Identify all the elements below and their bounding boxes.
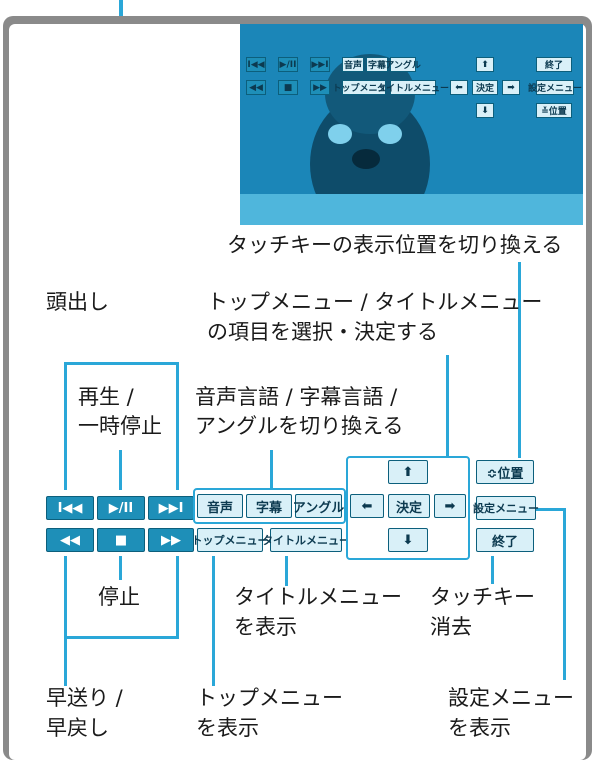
screen-preview: I◀◀ ▶/II ▶▶I ◀◀ ■ ▶▶ 音声 字幕 アングル トップメニュー … [240, 24, 583, 225]
top-connector-line [119, 0, 123, 18]
mini-enter-button: 決定 [472, 80, 498, 95]
enter-button[interactable]: 決定 [388, 494, 430, 518]
line-settings-v [563, 508, 566, 680]
mini-playpause-button: ▶/II [278, 57, 298, 72]
line-topmenu [212, 556, 215, 686]
line-ff-right [176, 556, 179, 638]
dog-photo [240, 24, 583, 225]
label-chapter: 頭出し [46, 290, 109, 314]
stop-button[interactable]: ■ [97, 528, 145, 552]
mini-audio-button: 音声 [342, 57, 364, 72]
line-select [446, 355, 449, 509]
label-top-menu2: を表示 [196, 716, 259, 740]
settings-menu-button[interactable]: 設定メニュー [473, 496, 539, 520]
label-play-pause2: 一時停止 [78, 414, 162, 438]
cursor-left-button[interactable]: ⬅ [350, 494, 384, 518]
fast-forward-button[interactable]: ▶▶ [148, 528, 194, 552]
mini-next-button: ▶▶I [310, 57, 330, 72]
cursor-down-button[interactable]: ⬇ [388, 528, 428, 552]
title-menu-button[interactable]: タイトルメニュー [262, 528, 350, 552]
label-title-menu2: を表示 [234, 615, 297, 639]
label-ff-rew2: 早戻し [46, 716, 109, 740]
subtitle-button[interactable]: 字幕 [246, 494, 292, 518]
line-chapter-h [64, 362, 179, 365]
mini-titlemenu-button: タイトルメニュー [377, 80, 449, 95]
angle-button[interactable]: アングル [293, 494, 344, 518]
label-ff-rew1: 早送り / [46, 686, 123, 710]
position-switch-button[interactable]: ≎位置 [476, 460, 534, 484]
line-position [518, 262, 521, 458]
mini-topmenu-button: トップメニュー [333, 80, 396, 95]
label-audio-sub1: 音声言語 / 字幕言語 / [195, 385, 398, 409]
top-menu-button[interactable]: トップメニュー [192, 528, 269, 552]
play-pause-button[interactable]: ▶/II [97, 496, 145, 520]
end-button[interactable]: 終了 [476, 528, 534, 552]
label-position-switch: タッチキーの表示位置を切り換える [227, 233, 563, 257]
label-touch-erase1: タッチキー [430, 585, 535, 609]
line-settings-h [536, 508, 566, 511]
mini-settings-button: 設定メニュー [528, 80, 582, 95]
mini-left-button: ⬅ [450, 80, 468, 95]
label-audio-sub2: アングルを切り換える [195, 414, 404, 438]
line-end [491, 556, 494, 584]
label-top-menu1: トップメニュー [196, 686, 343, 710]
mini-subtitle-button: 字幕 [366, 57, 388, 72]
line-stop [119, 556, 122, 580]
line-chapter-left [64, 362, 67, 490]
prev-chapter-button[interactable]: I◀◀ [46, 496, 94, 520]
label-settings-menu1: 設定メニュー [448, 686, 574, 710]
line-audio [270, 450, 273, 488]
mini-prev-button: I◀◀ [246, 57, 266, 72]
cursor-right-button[interactable]: ➡ [434, 494, 466, 518]
line-ff-left [64, 556, 67, 686]
line-playpause [119, 450, 122, 490]
mini-angle-button: アングル [385, 57, 421, 72]
line-titlemenu [285, 556, 288, 586]
label-touch-erase2: 消去 [430, 615, 472, 639]
line-ff-h [64, 636, 179, 639]
mini-stop-button: ■ [278, 80, 298, 95]
line-chapter-right [176, 362, 179, 490]
label-stop: 停止 [98, 585, 140, 609]
mini-up-button: ⬆ [476, 57, 494, 72]
next-chapter-button[interactable]: ▶▶I [148, 496, 194, 520]
mini-position-down-button: ≚位置 [536, 103, 572, 118]
label-title-menu1: タイトルメニュー [234, 585, 402, 609]
mini-right-button: ➡ [502, 80, 520, 95]
label-topmenu-select: トップメニュー / タイトルメニュー [207, 290, 543, 314]
label-play-pause1: 再生 / [78, 385, 134, 409]
mini-down-button: ⬇ [476, 103, 494, 118]
label-topmenu-select2: の項目を選択・決定する [207, 320, 438, 344]
mini-end-button: 終了 [536, 57, 572, 72]
audio-button[interactable]: 音声 [197, 494, 243, 518]
label-settings-menu2: を表示 [448, 716, 511, 740]
mini-rewind-button: ◀◀ [246, 80, 266, 95]
rewind-button[interactable]: ◀◀ [46, 528, 94, 552]
cursor-up-button[interactable]: ⬆ [388, 460, 428, 484]
mini-ffwd-button: ▶▶ [310, 80, 330, 95]
